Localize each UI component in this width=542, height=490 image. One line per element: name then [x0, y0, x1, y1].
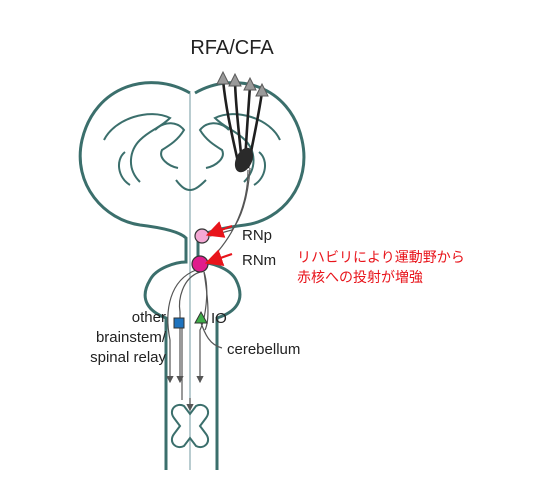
- rnm-label: RNm: [242, 252, 276, 269]
- annotation-line1: リハビリにより運動野から: [297, 250, 465, 266]
- io-label: IO: [211, 310, 227, 327]
- internal-capsule: [234, 147, 254, 173]
- other-label-line1: other: [132, 309, 166, 326]
- spinal-cord-section: [170, 404, 210, 448]
- relay-nucleus: [173, 317, 185, 329]
- cerebellum-label: cerebellum: [227, 341, 300, 358]
- rnp-label: RNp: [242, 227, 272, 244]
- other-label-line2: brainstem/: [96, 329, 167, 346]
- annotation-line2: 赤核への投射が増強: [297, 270, 423, 286]
- rnp-arrow: [205, 221, 233, 238]
- descending-projection: [166, 167, 251, 412]
- diagram-title: RFA/CFA: [190, 37, 274, 59]
- rnm-arrow: [204, 249, 233, 266]
- io-nucleus: [194, 310, 208, 324]
- rnm-nucleus: [191, 255, 209, 273]
- rnp-nucleus: [194, 228, 210, 244]
- cortex-folds: [103, 113, 281, 192]
- other-label-line3: spinal relay: [90, 349, 166, 366]
- cortical-neuron-somas: [216, 70, 269, 97]
